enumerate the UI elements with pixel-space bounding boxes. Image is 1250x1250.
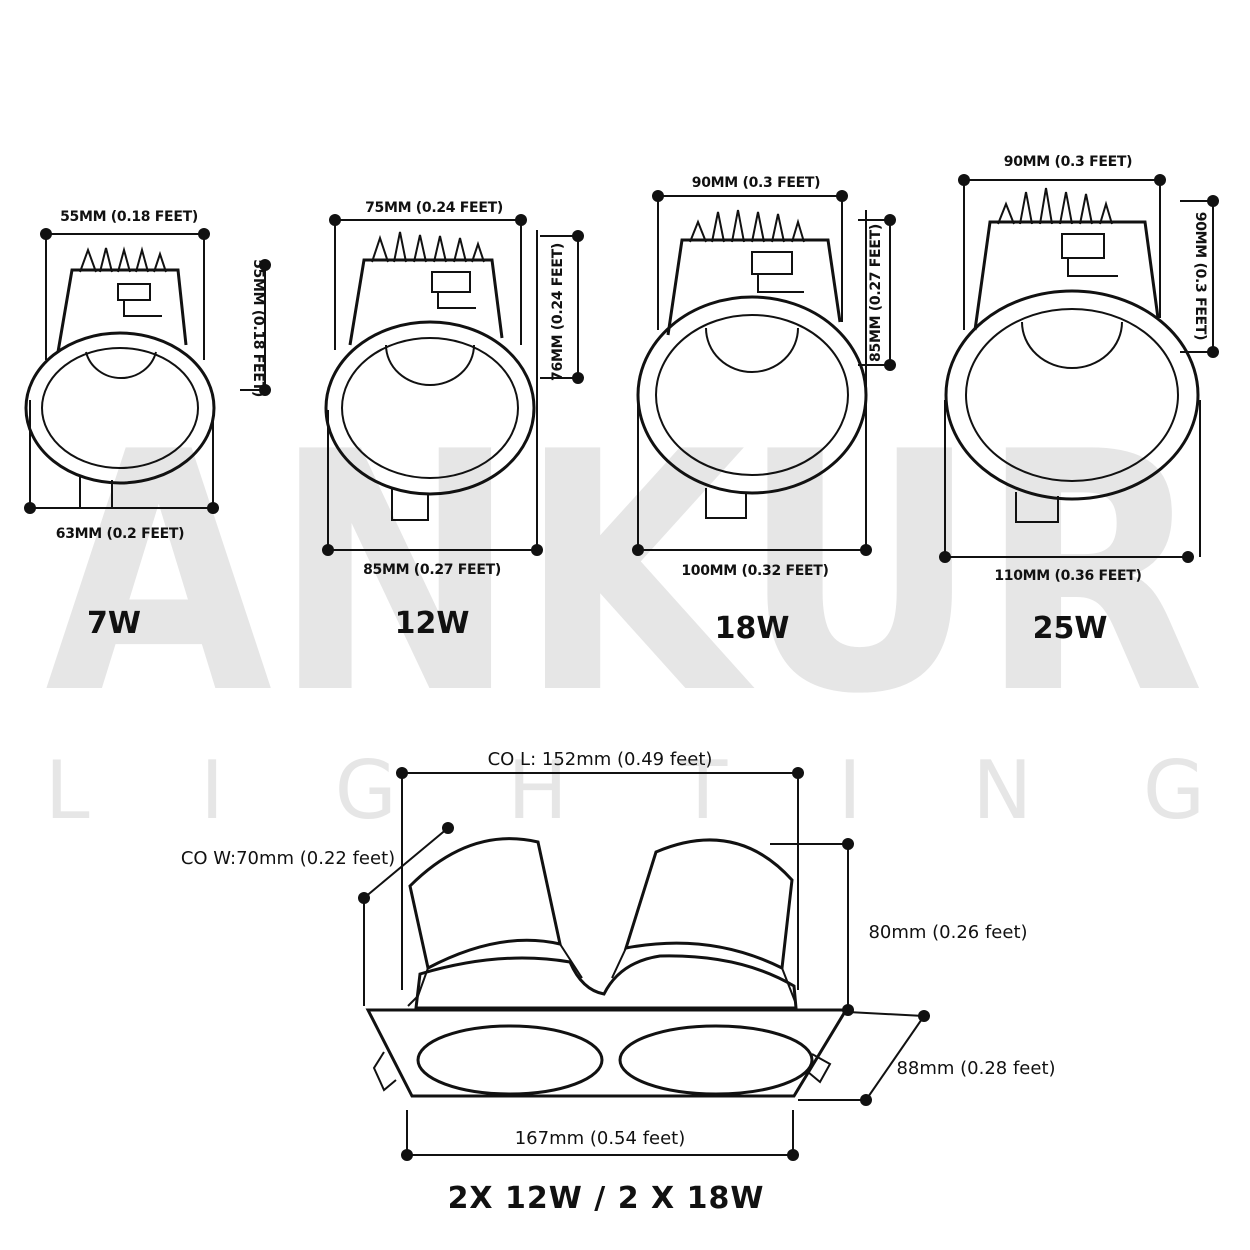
product-18w: 90MM (0.3 FEET) 85MM (0.27 FEET) 100MM (… <box>632 175 896 646</box>
top-width-label: 90MM (0.3 FEET) <box>1004 154 1132 170</box>
wattage-label: 25W <box>1033 611 1108 646</box>
bottom-width-label: 85MM (0.27 FEET) <box>363 562 501 578</box>
dim-co-width: CO W:70mm (0.22 feet) <box>181 822 454 1006</box>
co-width-label: CO W:70mm (0.22 feet) <box>181 848 395 869</box>
product-12w: 75MM (0.24 FEET) 76MM (0.24 FEET) 85MM (… <box>322 200 584 641</box>
dim-7w-height: 55MM (0.18 FEET) <box>240 259 271 397</box>
dim-co-length: CO L: 152mm (0.49 feet) <box>396 749 804 990</box>
product-double: CO L: 152mm (0.49 feet) CO W:70mm (0.22 … <box>181 749 1056 1216</box>
dim-18w-top: 90MM (0.3 FEET) <box>652 175 848 330</box>
wattage-label: 18W <box>715 611 790 646</box>
downlight-12w-drawing <box>324 231 536 521</box>
bottom-width-label: 100MM (0.32 FEET) <box>681 563 828 579</box>
co-length-label: CO L: 152mm (0.49 feet) <box>488 749 713 770</box>
dim-25w-bottom: 110MM (0.36 FEET) <box>939 400 1201 584</box>
depth-label: 88mm (0.28 feet) <box>896 1058 1055 1079</box>
height-label: 76MM (0.24 FEET) <box>550 243 566 381</box>
dim-7w-bottom: 63MM (0.2 FEET) <box>24 400 219 542</box>
dim-height: 80mm (0.26 feet) <box>770 838 1028 1016</box>
top-width-label: 55MM (0.18 FEET) <box>60 209 198 225</box>
dim-length: 167mm (0.54 feet) <box>401 1110 799 1161</box>
product-7w: 55MM (0.18 FEET) 55MM (0.18 FEET) 63MM (… <box>24 209 271 641</box>
watermark-brand: ANKUR <box>45 382 1205 766</box>
product-25w: 90MM (0.3 FEET) 90MM (0.3 FEET) 110MM (0… <box>939 154 1219 646</box>
bottom-width-label: 63MM (0.2 FEET) <box>56 526 184 542</box>
dim-12w-height: 76MM (0.24 FEET) <box>540 230 584 384</box>
height-label: 90MM (0.3 FEET) <box>1192 212 1208 340</box>
downlight-7w-drawing <box>24 246 216 509</box>
dim-18w-height: 85MM (0.27 FEET) <box>858 214 896 371</box>
dim-18w-bottom: 100MM (0.32 FEET) <box>632 210 872 579</box>
top-width-label: 90MM (0.3 FEET) <box>692 175 820 191</box>
length-label: 167mm (0.54 feet) <box>515 1128 686 1149</box>
height-label: 55MM (0.18 FEET) <box>250 259 266 397</box>
height-label: 85MM (0.27 FEET) <box>868 224 884 362</box>
top-width-label: 75MM (0.24 FEET) <box>365 200 503 216</box>
downlight-25w-drawing <box>944 187 1200 523</box>
height-label: 80mm (0.26 feet) <box>868 922 1027 943</box>
dim-25w-height: 90MM (0.3 FEET) <box>1180 195 1219 358</box>
dim-depth: 88mm (0.28 feet) <box>798 1010 1056 1106</box>
bottom-width-label: 110MM (0.36 FEET) <box>994 568 1141 584</box>
dim-12w-top: 75MM (0.24 FEET) <box>329 200 527 350</box>
wattage-label: 7W <box>87 606 141 641</box>
double-title: 2X 12W / 2 X 18W <box>448 1181 765 1216</box>
double-downlight-drawing <box>365 837 849 1098</box>
dim-12w-bottom: 85MM (0.27 FEET) <box>322 230 543 578</box>
dim-25w-top: 90MM (0.3 FEET) <box>958 154 1166 330</box>
dim-7w-top: 55MM (0.18 FEET) <box>40 209 210 360</box>
watermark: ANKUR L I G H T I N G <box>45 382 1205 837</box>
wattage-label: 12W <box>395 606 470 641</box>
